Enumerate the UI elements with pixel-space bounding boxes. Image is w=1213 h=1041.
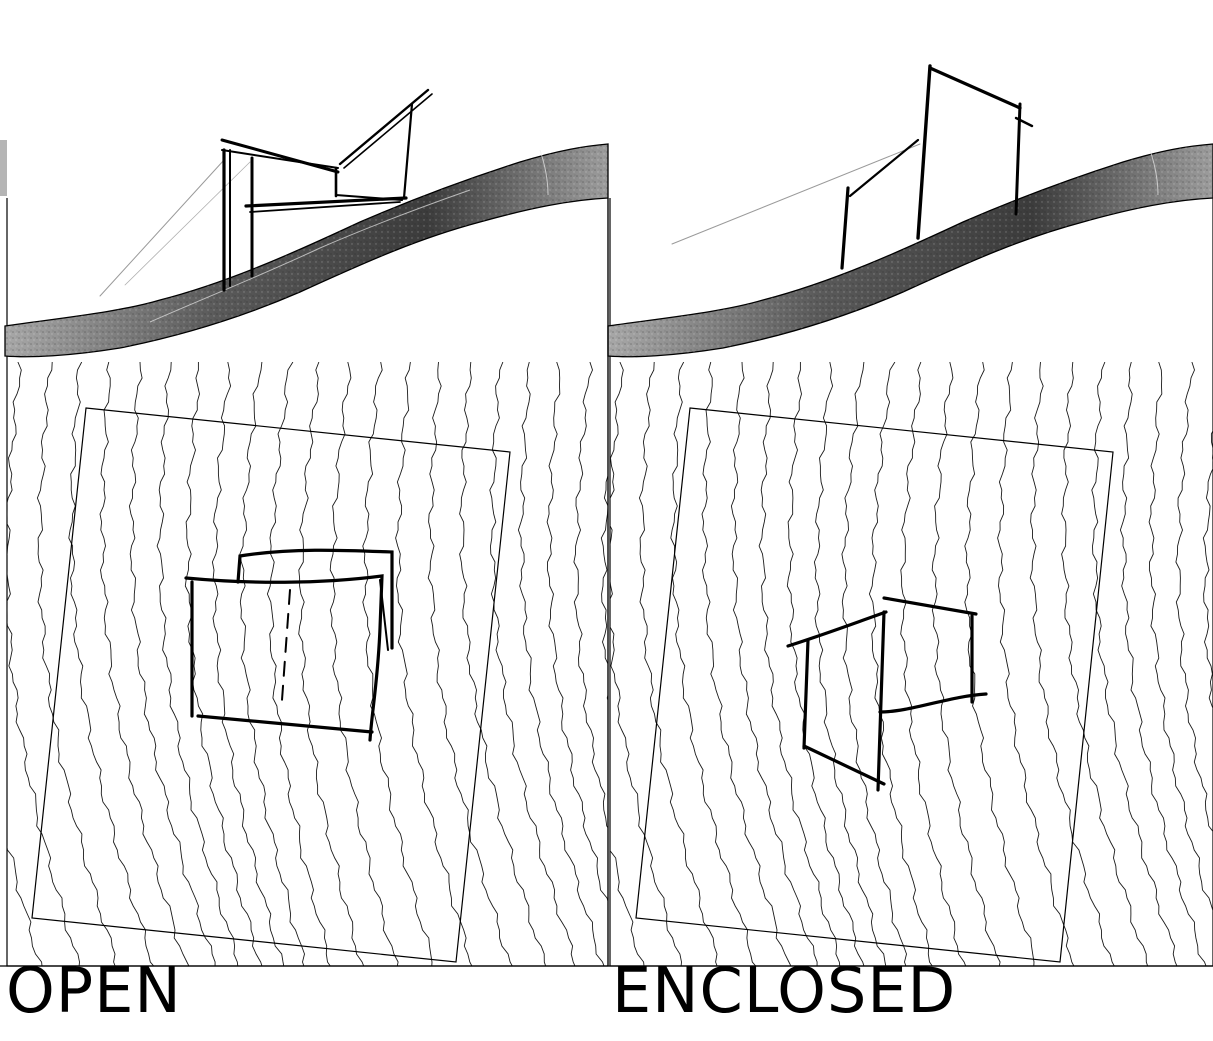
contour-line xyxy=(7,844,43,966)
panel-enclosed xyxy=(541,64,1213,970)
terrain-section xyxy=(607,143,1213,358)
caption-open: OPEN xyxy=(6,954,182,1027)
contour-line xyxy=(68,362,155,966)
contour-line xyxy=(1091,362,1178,966)
contour-line xyxy=(786,362,865,966)
panel-open xyxy=(0,88,609,970)
contour-line xyxy=(362,362,433,966)
contour-line xyxy=(517,362,605,966)
contour-line xyxy=(997,362,1075,966)
contour-line xyxy=(841,362,907,966)
site-boundary xyxy=(31,407,511,963)
plan-sketch-open xyxy=(184,548,394,742)
terrain-section xyxy=(0,140,609,358)
contour-line xyxy=(266,362,331,966)
contour-line xyxy=(1061,362,1149,966)
contour-line xyxy=(459,362,547,966)
contour-line xyxy=(427,362,513,966)
contour-line xyxy=(600,474,608,702)
site-boundary xyxy=(635,407,1114,963)
contour-line xyxy=(701,362,792,966)
contour-line xyxy=(156,362,239,966)
contour-line xyxy=(128,362,216,966)
contour-line xyxy=(868,362,933,966)
contour-line xyxy=(1202,429,1213,710)
contour-line xyxy=(395,362,473,966)
contour-line xyxy=(610,849,645,966)
contour-line xyxy=(670,362,757,966)
contour-line xyxy=(184,362,263,966)
contour-line xyxy=(7,362,80,966)
contour-line xyxy=(1119,362,1207,966)
contour-plan-enclosed xyxy=(541,362,1213,970)
plan-sketch-enclosed xyxy=(786,596,988,792)
contour-line xyxy=(1029,362,1115,966)
contour-line xyxy=(211,362,285,966)
section-sketch-open xyxy=(99,88,433,297)
contour-line xyxy=(900,362,967,966)
contour-line xyxy=(239,362,305,966)
contour-line xyxy=(489,362,576,966)
contour-line xyxy=(638,362,718,966)
contour-line xyxy=(964,362,1035,966)
contour-line xyxy=(99,362,190,966)
contour-line xyxy=(813,362,887,966)
contour-line xyxy=(541,362,606,970)
contour-line xyxy=(573,362,608,829)
contour-line xyxy=(0,362,4,970)
contour-line xyxy=(298,362,365,966)
contour-line xyxy=(931,362,1001,966)
contour-line xyxy=(758,362,841,966)
contour-line xyxy=(329,362,399,966)
contour-line xyxy=(546,362,608,903)
contour-line xyxy=(36,362,116,966)
contour-plan-open xyxy=(0,362,608,970)
contour-line xyxy=(730,362,818,966)
contour-line xyxy=(610,362,682,966)
contour-line xyxy=(1148,362,1213,913)
contour-line xyxy=(1175,362,1213,833)
section-sketch-enclosed xyxy=(671,64,1034,270)
caption-enclosed: ENCLOSED xyxy=(612,954,957,1027)
